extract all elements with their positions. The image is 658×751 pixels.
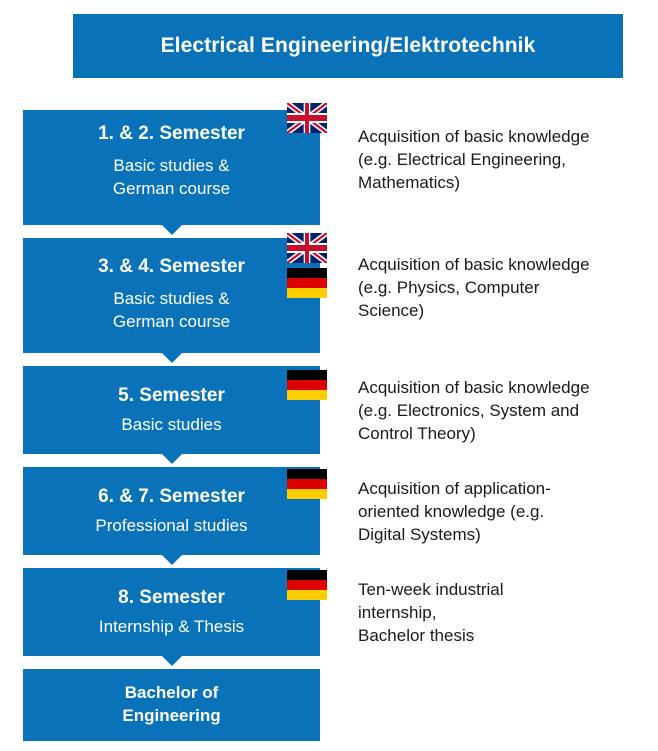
semester-subtitle: Internship & Thesis	[98, 617, 245, 636]
semester-box-3: 5. Semester Basic studies	[23, 366, 320, 454]
semester-box-1: 1. & 2. Semester Basic studies & German …	[23, 110, 320, 225]
flow-arrow	[162, 454, 182, 464]
semester-subtitle: Basic studies & German course	[112, 289, 231, 331]
semester-subtitle: Professional studies	[95, 516, 248, 535]
semester-box-2: 3. & 4. Semester Basic studies & German …	[23, 238, 320, 353]
program-title: Electrical Engineering/Elektrotechnik	[160, 34, 536, 57]
germany-flag-icon	[287, 469, 327, 499]
semester-subtitle: Basic studies & German course	[112, 156, 231, 198]
flow-arrow	[162, 225, 182, 235]
semester-description: Acquisition of basic knowledge (e.g. Ele…	[358, 378, 590, 443]
germany-flag-icon	[287, 370, 327, 400]
semester-title: 3. & 4. Semester	[98, 256, 245, 277]
program-header: Electrical Engineering/Elektrotechnik	[73, 14, 623, 78]
flow-arrow	[162, 353, 182, 363]
flow-arrow	[162, 656, 182, 666]
semester-box-4: 6. & 7. Semester Professional studies	[23, 467, 320, 555]
germany-flag-icon	[287, 268, 327, 298]
semester-box-5: 8. Semester Internship & Thesis	[23, 568, 320, 656]
degree-box: Bachelor of Engineering	[23, 669, 320, 741]
semester-description: Acquisition of basic knowledge (e.g. Phy…	[358, 255, 590, 320]
semester-title: 1. & 2. Semester	[98, 123, 245, 144]
semester-title: 8. Semester	[118, 587, 225, 608]
uk-flag-icon	[287, 103, 327, 133]
semester-title: 5. Semester	[118, 385, 225, 406]
semester-description: Acquisition of basic knowledge (e.g. Ele…	[358, 127, 590, 192]
germany-flag-icon	[287, 570, 327, 600]
uk-flag-icon	[287, 233, 327, 263]
semester-description: Acquisition of application- oriented kno…	[358, 479, 551, 544]
degree-label: Bachelor of Engineering	[122, 683, 221, 725]
semester-description: Ten-week industrial internship, Bachelor…	[358, 580, 504, 645]
semester-title: 6. & 7. Semester	[98, 486, 245, 507]
semester-subtitle: Basic studies	[121, 415, 222, 434]
flow-arrow	[162, 555, 182, 565]
